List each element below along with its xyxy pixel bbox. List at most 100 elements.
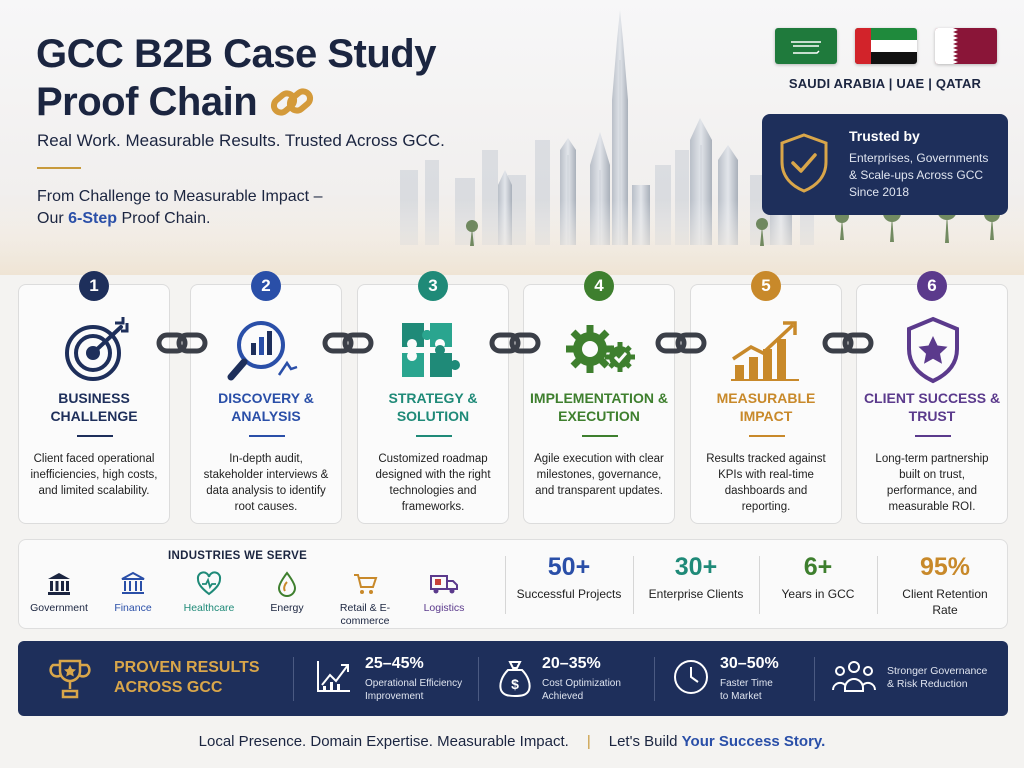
results-title-line-2: ACROSS GCC [114,679,223,696]
step-underline [416,435,452,437]
step-title: MEASURABLE IMPACT [716,390,816,424]
stat-number: 6+ [803,553,833,581]
industry-item: Finance [98,571,168,615]
result-label-line-1: Cost Optimization [542,678,621,689]
results-divider [654,657,655,701]
country-flags [775,28,997,64]
results-title: PROVEN RESULTS ACROSS GCC [114,658,260,698]
shield-check-icon [780,133,828,193]
growth-chart-icon [731,321,799,381]
step-description: Results tracked against KPIs with real-t… [706,453,826,513]
stats-divider [877,556,878,614]
step-description: Customized roadmap designed with the rig… [375,453,491,513]
title-line-2: Proof Chain [36,80,258,124]
step-badge-6: 6 [917,271,947,301]
qatar-flag-icon [935,28,997,64]
lead-line-1: From Challenge to Measurable Impact – [37,188,323,205]
puzzle-icon [402,323,460,377]
stat-successful-projects: 50+ Successful Projects [514,552,624,602]
trust-text: Enterprises, Governments & Scale-ups Acr… [849,150,998,201]
stat-label: Successful Projects [516,587,622,601]
result-number: 25–45% [365,655,424,672]
industry-label: Healthcare [183,602,235,614]
step-badge-1: 1 [79,271,109,301]
result-label-line-2: & Risk Reduction [887,678,968,690]
footer-left: Local Presence. Domain Expertise. Measur… [198,733,569,750]
chain-link-icon [271,88,314,116]
industry-label: Logistics [423,602,465,614]
results-title-line-1: PROVEN RESULTS [114,659,260,676]
chain-connector-icon [322,332,374,354]
chain-connector-icon [489,332,541,354]
stat-number: 50+ [547,553,591,581]
team-icon [831,661,877,692]
stat-label: Enterprise Clients [648,587,744,601]
trust-card: Trusted by Enterprises, Governments & Sc… [762,114,1008,215]
step-underline [749,435,785,437]
result-label-line-1: Stronger Governance [887,665,988,677]
target-icon [65,317,129,381]
trust-title: Trusted by [849,128,920,144]
step-badge-2: 2 [251,271,281,301]
step-badge-4: 4 [584,271,614,301]
footer-right-highlight: Your Success Story. [681,733,826,750]
heart-pulse-icon [196,571,222,596]
shield-star-icon [907,316,959,384]
industry-label: Energy [270,602,304,614]
results-divider [478,657,479,701]
gold-divider [37,167,81,169]
step-title: IMPLEMENTATION & EXECUTION [530,390,668,424]
clock-icon [674,660,708,694]
step-description: In-depth audit, stakeholder interviews &… [203,453,329,513]
step-description: Agile execution with clear milestones, g… [534,453,664,497]
skyline-illustration [0,10,1024,275]
svg-text:$: $ [511,676,519,692]
step-description: Client faced operational inefficiencies,… [30,453,158,497]
page-title: GCC B2B Case Study Proof Chain [36,30,436,126]
countries-label: SAUDI ARABIA | UAE | QATAR [788,76,982,91]
stat-number: 95% [919,553,971,581]
stats-divider [759,556,760,614]
step-card-2: DISCOVERY & ANALYSIS In-depth audit, sta… [190,284,342,524]
footer-right-pre: Let's Build [608,733,682,750]
step-card-5: MEASURABLE IMPACT Results tracked agains… [690,284,842,524]
stat-label: Client Retention Rate [902,587,988,617]
stat-client-retention: 95% Client Retention Rate [890,552,1000,618]
lead-pre: Our [37,210,69,227]
truck-icon [430,575,458,594]
result-label-line-1: Operational Efficiency [365,678,463,689]
step-card-3: STRATEGY & SOLUTION Customized roadmap d… [357,284,509,524]
chain-connector-icon [655,332,707,354]
industry-item: Healthcare [174,571,244,615]
result-number: 30–50% [720,655,779,672]
result-label: Stronger Governance& Risk Reduction [887,665,987,691]
industry-label: Retail & E-commerce [339,602,391,627]
industry-label: Finance [114,602,152,614]
chain-connector-icon [822,332,874,354]
result-label-line-2: to Market [720,691,762,702]
title-line-1: GCC B2B Case Study [36,32,436,76]
results-divider [293,657,294,701]
trust-line-2: & Scale-ups Across GCC [849,168,984,182]
stat-enterprise-clients: 30+ Enterprise Clients [641,552,751,602]
industry-label: Government [30,602,88,614]
stats-divider [505,556,506,614]
trophy-icon [49,659,91,699]
trust-line-1: Enterprises, Governments [849,151,989,165]
proof-chain-steps: BUSINESS CHALLENGE Client faced operatio… [18,271,1008,525]
stat-number: 30+ [674,553,718,581]
lead-post: Proof Chain. [117,210,211,227]
step-title: BUSINESS CHALLENGE [50,390,138,424]
stat-label: Years in GCC [781,587,855,601]
step-badge-5: 5 [751,271,781,301]
footer-separator: | [586,733,591,750]
result-label-line-2: Achieved [542,691,584,702]
energy-drop-icon [277,571,297,597]
results-divider [814,657,815,701]
bank-icon [121,571,145,594]
industry-item: Retail & E-commerce [330,571,400,628]
step-badge-3: 3 [418,271,448,301]
step-card-6: CLIENT SUCCESS & TRUST Long-term partner… [856,284,1008,524]
